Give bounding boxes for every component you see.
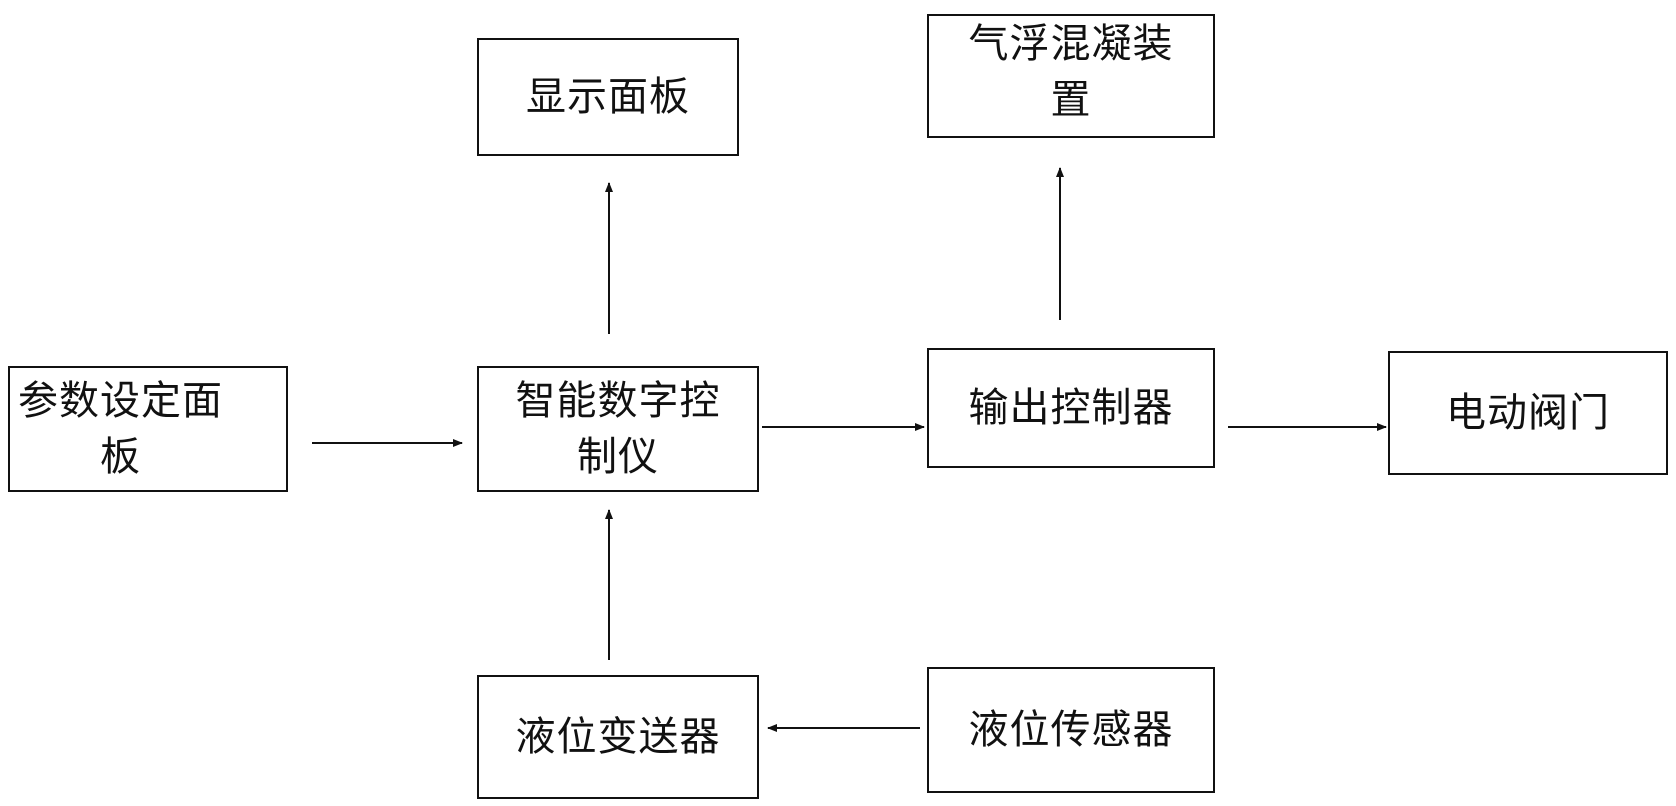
- controller-label: 智能数字控 制仪: [515, 378, 721, 480]
- param-panel-label: 参数设定面 板: [18, 378, 223, 480]
- display-panel-box: 显示面板: [477, 38, 739, 156]
- level-sensor-label: 液位传感器: [968, 707, 1174, 753]
- display-panel-label: 显示面板: [526, 74, 690, 120]
- controller-box: 智能数字控 制仪: [477, 366, 759, 492]
- flotation-device-label: 气浮混凝装 置: [968, 21, 1174, 123]
- output-controller-box: 输出控制器: [927, 348, 1215, 468]
- level-sensor-box: 液位传感器: [927, 667, 1215, 793]
- param-panel-box: 参数设定面 板: [8, 366, 288, 492]
- electric-valve-label: 电动阀门: [1446, 390, 1610, 436]
- electric-valve-box: 电动阀门: [1388, 351, 1668, 475]
- level-transmitter-box: 液位变送器: [477, 675, 759, 799]
- output-controller-label: 输出控制器: [968, 385, 1174, 431]
- level-transmitter-label: 液位变送器: [515, 714, 721, 760]
- flotation-device-box: 气浮混凝装 置: [927, 14, 1215, 138]
